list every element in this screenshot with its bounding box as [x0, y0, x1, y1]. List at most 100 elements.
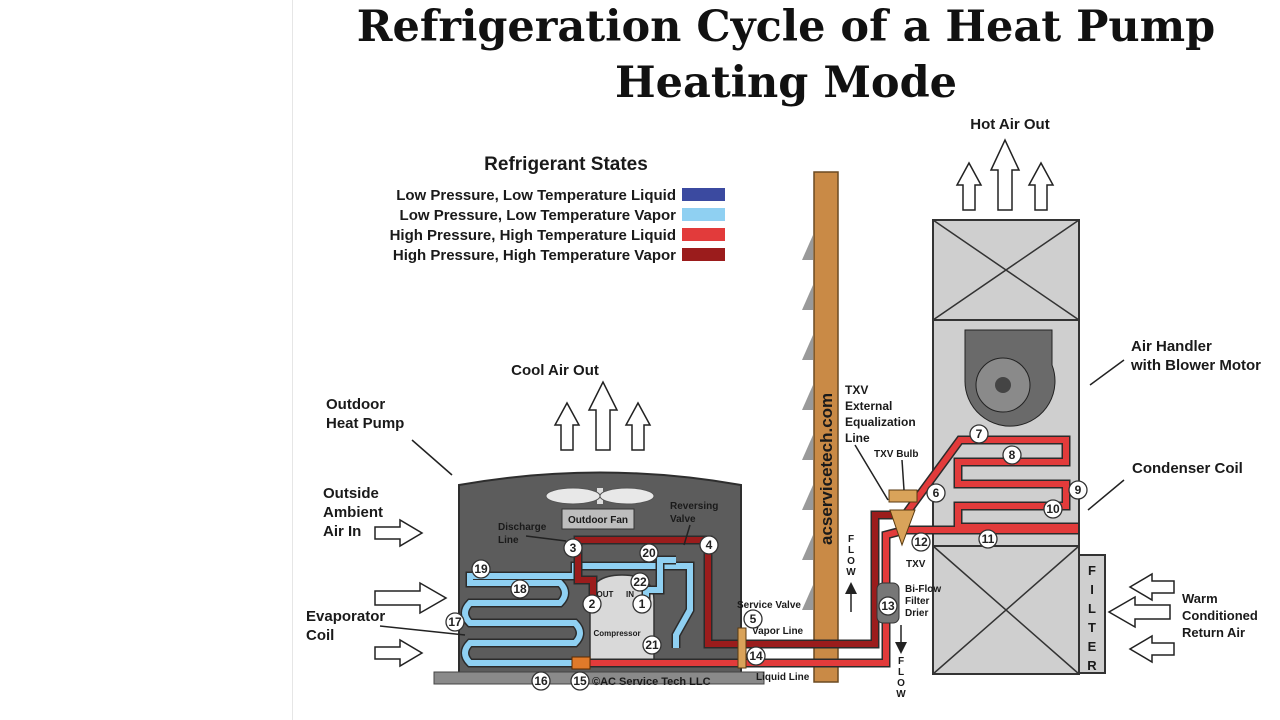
air-handler-label-2: with Blower Motor [1130, 357, 1261, 374]
point-label-19: 19 [474, 562, 488, 576]
txv-ext-eq-label-1: TXV [845, 383, 868, 397]
liquid-line-label: Liquid Line [756, 672, 810, 683]
point-marker-8: 8 [1002, 445, 1022, 465]
point-label-8: 8 [1009, 448, 1016, 462]
point-marker-5: 5 [743, 609, 763, 629]
point-label-20: 20 [642, 546, 656, 560]
vapor-line-label: Vapor Line [752, 626, 804, 637]
txv-ext-eq-label-2: External [845, 399, 892, 413]
service-valve-label: Service Valve [737, 600, 801, 611]
warm-return-air-arrows [1107, 572, 1175, 664]
filter-box [1078, 554, 1106, 674]
point-label-21: 21 [645, 638, 659, 652]
point-label-14: 14 [749, 649, 763, 663]
txv-ext-eq-label-4: Line [845, 431, 870, 445]
watermark: acservicetech.com [817, 393, 836, 545]
warm-return-label-2: Conditioned [1182, 608, 1258, 623]
point-label-22: 22 [633, 575, 647, 589]
txv-icon [889, 509, 916, 547]
outside-air-in-arrows [374, 518, 448, 668]
outdoor-unit-base [433, 671, 765, 685]
legend-swatch-lp-liquid [682, 188, 725, 201]
discharge-line-label-2: Line [498, 535, 519, 546]
legend-heading: Refrigerant States [484, 154, 648, 175]
point-label-15: 15 [573, 674, 587, 688]
leader-lines [379, 359, 1125, 636]
legend-label-hp-vapor: High Pressure, High Temperature Vapor [393, 247, 676, 264]
outdoor-heat-pump-label-2: Heat Pump [326, 415, 404, 432]
txv-label: TXV [906, 559, 926, 570]
diagram-title: Refrigeration Cycle of a Heat Pump [356, 2, 1216, 52]
point-marker-7: 7 [969, 424, 989, 444]
point-marker-2: 2 [582, 594, 602, 614]
point-label-7: 7 [976, 427, 983, 441]
discharge-line-label-1: Discharge [498, 522, 547, 533]
point-label-3: 3 [570, 541, 577, 555]
biflow-label-2: Filter [905, 596, 930, 607]
condenser-coil [902, 437, 1078, 533]
point-marker-10: 10 [1043, 499, 1063, 519]
metering-device-icon [571, 656, 591, 670]
point-label-12: 12 [914, 535, 928, 549]
legend-swatch-lp-vapor [682, 208, 725, 221]
point-marker-17: 17 [445, 612, 465, 632]
point-label-18: 18 [513, 582, 527, 596]
point-label-6: 6 [933, 486, 940, 500]
point-label-11: 11 [982, 532, 995, 546]
point-marker-21: 21 [642, 635, 662, 655]
point-marker-3: 3 [563, 538, 583, 558]
evaporator-coil [462, 563, 693, 666]
blower-motor-icon [964, 329, 1056, 427]
legend: Low Pressure, Low Temperature Liquid Low… [390, 187, 725, 264]
point-marker-22: 22 [630, 572, 650, 592]
biflow-label-1: Bi-Flow [905, 584, 941, 595]
service-valves-icon [737, 627, 747, 669]
reversing-valve-label-2: Valve [670, 514, 696, 525]
point-marker-19: 19 [471, 559, 491, 579]
point-marker-9: 9 [1068, 480, 1088, 500]
air-handler-label-1: Air Handler [1131, 338, 1212, 355]
point-marker-18: 18 [510, 579, 530, 599]
legend-label-lp-liquid: Low Pressure, Low Temperature Liquid [396, 187, 676, 204]
hot-air-out-arrows [955, 138, 1055, 211]
compressor-in-label: IN [626, 590, 634, 599]
cool-air-out-label: Cool Air Out [511, 362, 599, 379]
legend-label-hp-liquid: High Pressure, High Temperature Liquid [390, 227, 676, 244]
diagram-subtitle: Heating Mode [614, 58, 958, 108]
reversing-valve-label-1: Reversing [670, 501, 718, 512]
point-label-16: 16 [534, 674, 548, 688]
point-marker-15: 15 [570, 671, 590, 691]
left-blank-margin [0, 0, 293, 720]
wall-siding [802, 235, 813, 610]
point-label-17: 17 [448, 615, 462, 629]
point-label-5: 5 [750, 612, 757, 626]
warm-return-label-1: Warm [1182, 591, 1218, 606]
txv-bulb-label: TXV Bulb [874, 449, 918, 460]
outdoor-fan-icon [545, 487, 655, 505]
outdoor-fan-label: Outdoor Fan [568, 515, 628, 526]
copyright-label: ©AC Service Tech LLC [592, 676, 711, 688]
point-marker-20: 20 [639, 543, 659, 563]
point-marker-4: 4 [699, 535, 719, 555]
point-marker-1: 1 [632, 594, 652, 614]
legend-swatch-hp-liquid [682, 228, 725, 241]
point-label-1: 1 [639, 597, 646, 611]
wall-post [813, 171, 839, 683]
outside-air-label-3: Air In [323, 523, 361, 540]
outside-air-label-2: Ambient [323, 504, 383, 521]
condenser-coil-label: Condenser Coil [1132, 460, 1243, 477]
compressor-out-label: OUT [597, 590, 614, 599]
legend-swatch-hp-vapor [682, 248, 725, 261]
point-marker-14: 14 [746, 646, 766, 666]
evaporator-coil-label-2: Coil [306, 627, 334, 644]
point-label-10: 10 [1046, 502, 1060, 516]
hot-air-out-label: Hot Air Out [970, 116, 1049, 133]
outside-air-label-1: Outside [323, 485, 379, 502]
point-label-4: 4 [706, 538, 713, 552]
compressor-label: Compressor [593, 629, 640, 638]
point-label-2: 2 [589, 597, 596, 611]
